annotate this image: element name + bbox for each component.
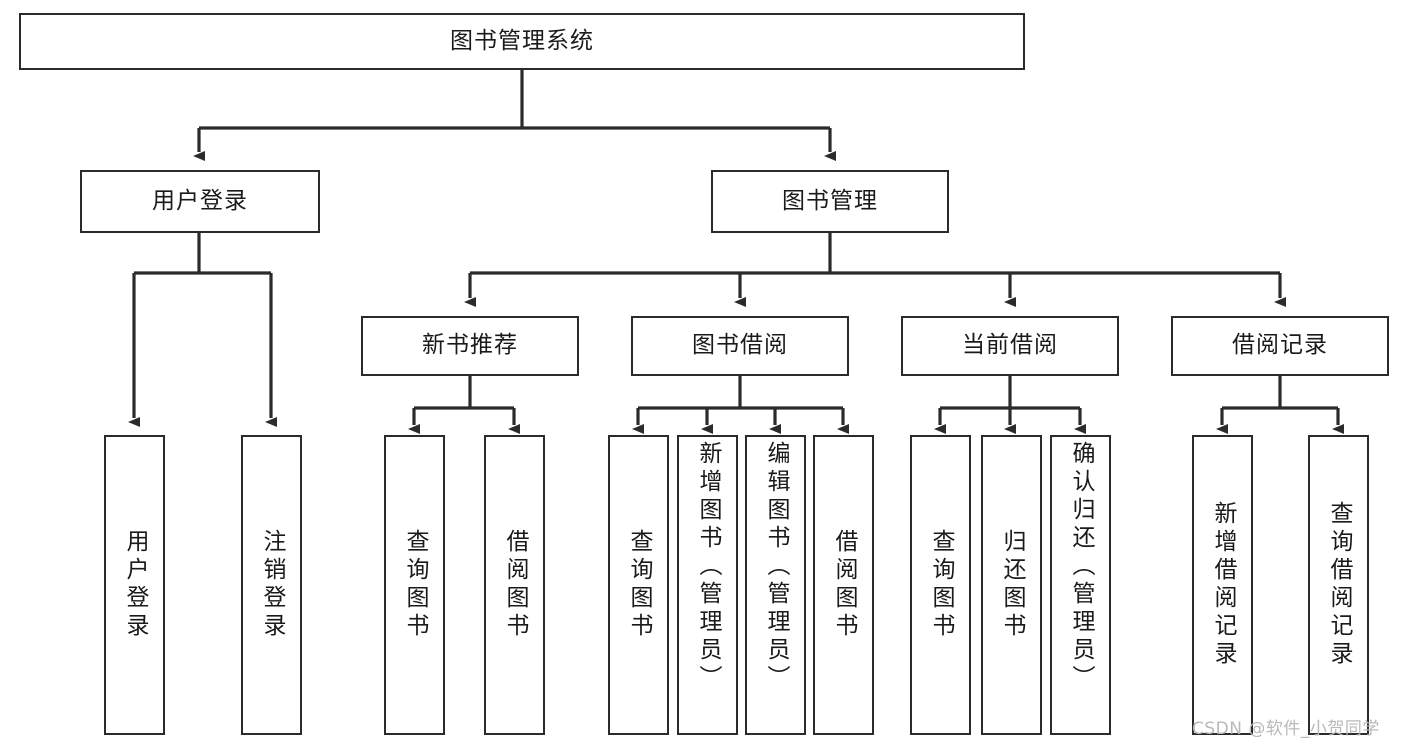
- node-new-book-recommend-label: 新书推荐: [422, 332, 518, 359]
- leaf-query-record[interactable]: 查询借阅记录: [1308, 435, 1369, 735]
- leaf-return-book-label: 归还图书: [999, 529, 1025, 641]
- leaf-query-record-label: 查询借阅记录: [1326, 501, 1352, 669]
- leaf-user-logout-label: 注销登录: [259, 529, 285, 641]
- leaf-query-book-2-label: 查询图书: [626, 529, 652, 641]
- leaf-borrow-book-2-label: 借阅图书: [831, 529, 857, 641]
- leaf-user-logout[interactable]: 注销登录: [241, 435, 302, 735]
- node-book-management[interactable]: 图书管理: [711, 170, 949, 233]
- node-root-label: 图书管理系统: [450, 27, 594, 54]
- csdn-watermark: CSDN @软件_小贺同学: [1192, 719, 1380, 739]
- node-user-login[interactable]: 用户登录: [80, 170, 320, 233]
- leaf-edit-book-label: 编辑图书（管理员）: [763, 441, 789, 693]
- leaf-add-book[interactable]: 新增图书（管理员）: [677, 435, 738, 735]
- leaf-query-book-3[interactable]: 查询图书: [910, 435, 971, 735]
- node-book-borrow[interactable]: 图书借阅: [631, 316, 849, 376]
- node-current-borrow-label: 当前借阅: [962, 332, 1058, 359]
- node-book-management-label: 图书管理: [782, 187, 878, 214]
- leaf-return-book[interactable]: 归还图书: [981, 435, 1042, 735]
- node-root[interactable]: 图书管理系统: [19, 13, 1025, 70]
- node-current-borrow[interactable]: 当前借阅: [901, 316, 1119, 376]
- leaf-borrow-book-1[interactable]: 借阅图书: [484, 435, 545, 735]
- node-user-login-label: 用户登录: [152, 187, 248, 214]
- leaf-add-record-label: 新增借阅记录: [1210, 501, 1236, 669]
- leaf-confirm-return[interactable]: 确认归还（管理员）: [1050, 435, 1111, 735]
- node-borrow-record[interactable]: 借阅记录: [1171, 316, 1389, 376]
- leaf-edit-book[interactable]: 编辑图书（管理员）: [745, 435, 806, 735]
- node-borrow-record-label: 借阅记录: [1232, 332, 1328, 359]
- leaf-query-book-1-label: 查询图书: [402, 529, 428, 641]
- leaf-borrow-book-1-label: 借阅图书: [502, 529, 528, 641]
- leaf-confirm-return-label: 确认归还（管理员）: [1068, 441, 1094, 693]
- leaf-query-book-2[interactable]: 查询图书: [608, 435, 669, 735]
- leaf-user-login-label: 用户登录: [122, 529, 148, 641]
- leaf-query-book-3-label: 查询图书: [928, 529, 954, 641]
- leaf-add-record[interactable]: 新增借阅记录: [1192, 435, 1253, 735]
- leaf-user-login[interactable]: 用户登录: [104, 435, 165, 735]
- node-book-borrow-label: 图书借阅: [692, 332, 788, 359]
- leaf-query-book-1[interactable]: 查询图书: [384, 435, 445, 735]
- leaf-borrow-book-2[interactable]: 借阅图书: [813, 435, 874, 735]
- leaf-add-book-label: 新增图书（管理员）: [695, 441, 721, 693]
- node-new-book-recommend[interactable]: 新书推荐: [361, 316, 579, 376]
